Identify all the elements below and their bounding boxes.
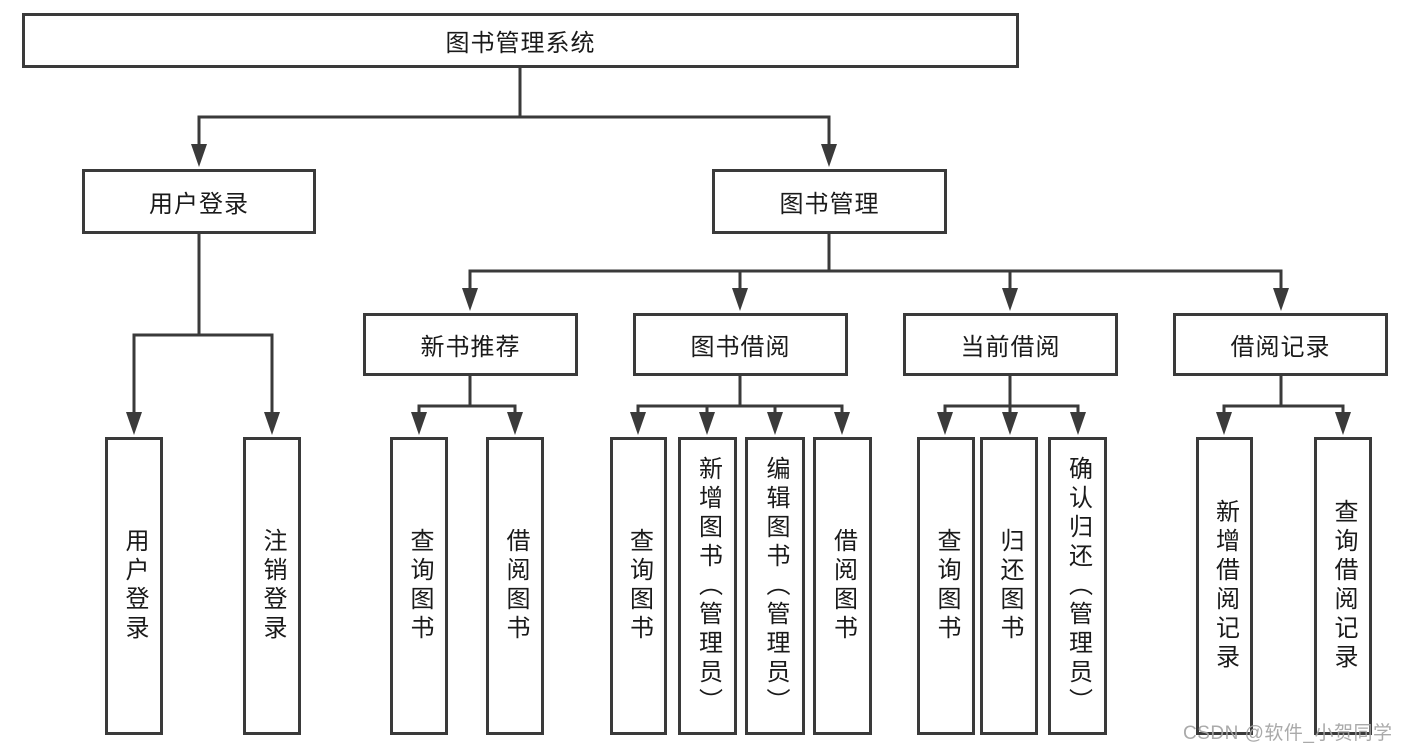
- leaf-confirm-return-admin-label: 确认归还（管理员）: [1064, 455, 1092, 717]
- leaf-query-book-current-label: 查询图书: [933, 528, 960, 644]
- leaf-query-book-borrow: 查询图书: [610, 437, 667, 735]
- leaf-add-borrow-record-label: 新增借阅记录: [1211, 499, 1239, 673]
- leaf-add-book-admin: 新增图书（管理员）: [678, 437, 737, 735]
- leaf-return-book-label: 归还图书: [996, 528, 1023, 644]
- leaf-query-book-recommend-label: 查询图书: [406, 528, 433, 644]
- leaf-logout-label: 注销登录: [259, 528, 286, 644]
- leaf-borrow-book-recommend-label: 借阅图书: [502, 528, 529, 644]
- leaf-edit-book-admin-label: 编辑图书（管理员）: [762, 455, 789, 717]
- leaf-query-borrow-record-label: 查询借阅记录: [1330, 499, 1357, 673]
- leaf-borrow-book: 借阅图书: [813, 437, 872, 735]
- leaf-logout: 注销登录: [243, 437, 301, 735]
- node-book-borrowing: 图书借阅: [633, 313, 848, 376]
- node-user-login: 用户登录: [82, 169, 316, 234]
- leaf-edit-book-admin: 编辑图书（管理员）: [745, 437, 805, 735]
- leaf-user-login-label: 用户登录: [121, 528, 148, 644]
- node-new-book-recommend: 新书推荐: [363, 313, 578, 376]
- leaf-add-book-admin-label: 新增图书（管理员）: [694, 455, 722, 717]
- node-borrowing-records: 借阅记录: [1173, 313, 1388, 376]
- csdn-watermark: CSDN @软件_小贺同学: [1183, 723, 1393, 744]
- leaf-return-book: 归还图书: [980, 437, 1038, 735]
- leaf-confirm-return-admin: 确认归还（管理员）: [1048, 437, 1107, 735]
- node-current-borrowing: 当前借阅: [903, 313, 1118, 376]
- leaf-query-book-borrow-label: 查询图书: [625, 528, 653, 644]
- leaf-user-login: 用户登录: [105, 437, 163, 735]
- leaf-query-book-current: 查询图书: [917, 437, 975, 735]
- leaf-query-borrow-record: 查询借阅记录: [1314, 437, 1372, 735]
- node-root-system: 图书管理系统: [22, 13, 1019, 68]
- node-book-management: 图书管理: [712, 169, 947, 234]
- leaf-add-borrow-record: 新增借阅记录: [1196, 437, 1253, 735]
- leaf-query-book-recommend: 查询图书: [390, 437, 448, 735]
- leaf-borrow-book-recommend: 借阅图书: [486, 437, 544, 735]
- leaf-borrow-book-label: 借阅图书: [829, 528, 857, 644]
